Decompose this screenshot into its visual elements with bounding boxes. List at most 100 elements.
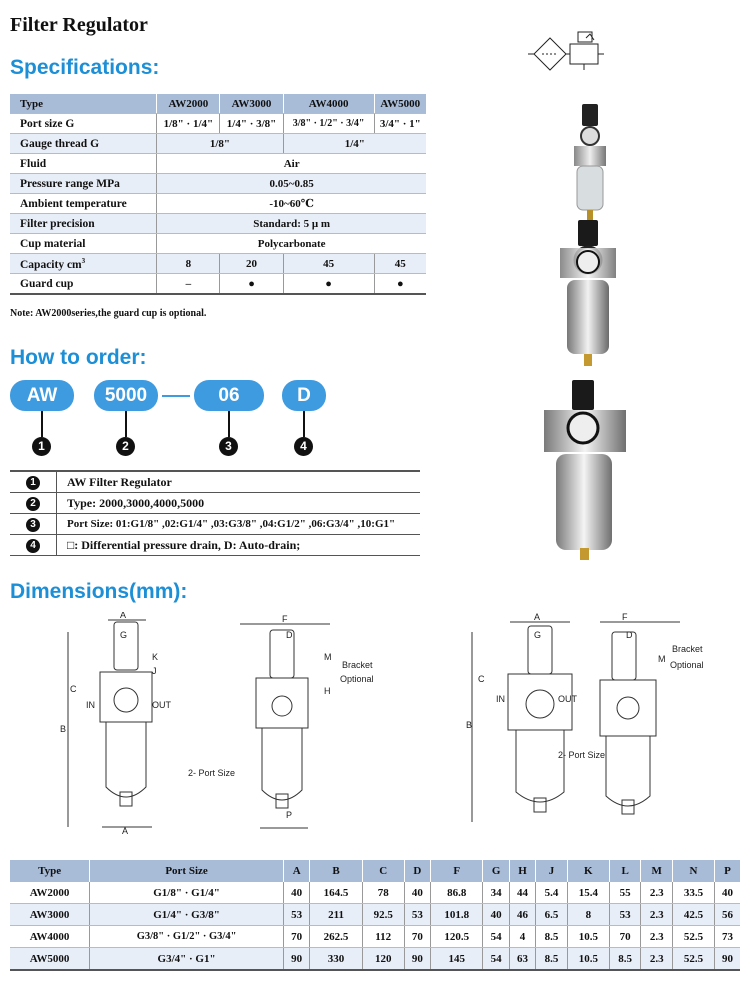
spec-cell: 3/4" · 1" — [373, 113, 426, 134]
dim-cell: 33.5 — [672, 882, 715, 904]
order-code-type: 5000 — [94, 380, 158, 411]
spec-row-port-size: Port size G 1/8" · 1/4" 1/4" · 3/8" 3/8"… — [10, 113, 426, 134]
dim-letter: G — [534, 630, 541, 640]
dim-header: Port Size — [89, 860, 284, 882]
dim-cell: 262.5 — [309, 925, 363, 948]
dim-cell: 10.5 — [566, 925, 610, 948]
dim-cell: 40 — [482, 903, 510, 926]
spec-cell: 1/4" · 3/8" — [219, 113, 284, 134]
dim-cell: 53 — [282, 903, 310, 926]
spec-header-aw4000: AW4000 — [282, 94, 375, 114]
dim-cell: 5.4 — [535, 882, 568, 904]
side-view-right — [599, 621, 680, 815]
bracket-label: Bracket — [342, 660, 373, 670]
dim-cell: AW3000 — [10, 903, 90, 926]
dim-cell: 73 — [713, 925, 740, 948]
spec-label: Gauge thread G — [10, 133, 157, 154]
capacity-label: Capacity cm — [20, 258, 82, 271]
dim-cell: AW4000 — [10, 925, 90, 948]
dim-letter: P — [286, 810, 292, 820]
dim-cell: 78 — [361, 882, 405, 904]
dim-letter: D — [286, 630, 293, 640]
dimensions-heading: Dimensions(mm): — [10, 580, 188, 603]
spec-row-fluid: Fluid Air — [10, 153, 426, 174]
spec-cell: 45 — [373, 253, 426, 274]
spec-label: Pressure range MPa — [10, 173, 157, 194]
order-bullet: 3 — [26, 518, 40, 532]
spec-cell: 20 — [219, 253, 284, 274]
dim-letter: M — [324, 652, 332, 662]
spec-label: Filter precision — [10, 213, 157, 234]
spec-header-aw3000: AW3000 — [219, 94, 284, 114]
dim-letter: H — [324, 686, 331, 696]
spec-cell: Standard: 5 μ m — [156, 213, 426, 234]
spec-note: Note: AW2000series,the guard cup is opti… — [10, 308, 207, 319]
dim-cell: 112 — [361, 925, 405, 948]
order-connector — [228, 411, 230, 437]
dim-header: F — [430, 860, 483, 882]
dim-cell: G1/4" · G3/8" — [89, 903, 284, 926]
dim-cell: 52.5 — [672, 947, 715, 971]
spec-cell: Polycarbonate — [156, 233, 426, 254]
spec-label: Capacity cm3 — [10, 253, 157, 274]
dim-letter: K — [152, 652, 158, 662]
dim-cell: 8.5 — [535, 925, 568, 948]
dim-cell: 52.5 — [672, 925, 715, 948]
dim-cell: 40 — [403, 882, 431, 904]
dim-letter: F — [622, 612, 628, 622]
dim-header: D — [403, 860, 431, 882]
order-row: 4□: Differential pressure drain, D: Auto… — [10, 534, 420, 556]
dim-cell: G1/8" · G1/4" — [89, 882, 284, 904]
dim-cell: 90 — [403, 947, 431, 971]
in-label: IN — [496, 694, 505, 704]
dimension-drawings: A G C B K J A IN OUT F D M H Bracket Opt… — [60, 612, 704, 836]
dim-cell: G3/8" · G1/2" · G3/4" — [89, 925, 284, 948]
spec-row-cup-material: Cup material Polycarbonate — [10, 233, 426, 254]
dim-header: A — [282, 860, 310, 882]
dim-letter: B — [60, 724, 66, 734]
spec-cell: 0.05~0.85 — [156, 173, 426, 194]
dim-cell: 40 — [713, 882, 740, 904]
spec-header-aw2000: AW2000 — [156, 94, 220, 114]
dim-header: G — [482, 860, 510, 882]
dim-header: L — [608, 860, 641, 882]
dim-cell: AW2000 — [10, 882, 90, 904]
spec-label: Guard cup — [10, 273, 157, 295]
port-size-label: 2- Port Size — [558, 750, 605, 760]
spec-row-gauge-thread: Gauge thread G 1/8" 1/4" — [10, 133, 426, 154]
spec-row-pressure: Pressure range MPa 0.05~0.85 — [10, 173, 426, 194]
dim-cell: 54 — [482, 925, 510, 948]
spec-cell: 1/4" — [282, 133, 426, 154]
dim-cell: 6.5 — [535, 903, 568, 926]
dim-cell: 46 — [508, 903, 536, 926]
dim-cell: 70 — [403, 925, 431, 948]
dim-letter: A — [534, 612, 540, 622]
dim-header: H — [508, 860, 536, 882]
dim-cell: 40 — [282, 882, 310, 904]
dim-cell: 2.3 — [640, 882, 673, 904]
order-number-1: 1 — [32, 437, 51, 456]
spec-table: Type AW2000 AW3000 AW4000 AW5000 Port si… — [10, 94, 426, 295]
dim-letter: G — [120, 630, 127, 640]
spec-cell: – — [156, 273, 220, 295]
dim-header: P — [713, 860, 740, 882]
order-code-separator — [162, 395, 190, 397]
dim-cell: 8.5 — [608, 947, 641, 971]
dim-cell: 15.4 — [566, 882, 610, 904]
order-connector — [125, 411, 127, 437]
dim-header: C — [361, 860, 405, 882]
dim-cell: 63 — [508, 947, 536, 971]
dimensions-table: Type Port Size A B C D F G H J K L M N P… — [10, 860, 740, 971]
spec-cell: -10~60℃ — [156, 193, 426, 214]
dim-cell: 164.5 — [309, 882, 363, 904]
dim-cell: 8 — [566, 903, 610, 926]
page-title: Filter Regulator — [10, 14, 148, 36]
spec-header-type: Type — [10, 94, 157, 114]
dim-letter: A — [120, 612, 126, 620]
side-view-left — [240, 623, 330, 829]
